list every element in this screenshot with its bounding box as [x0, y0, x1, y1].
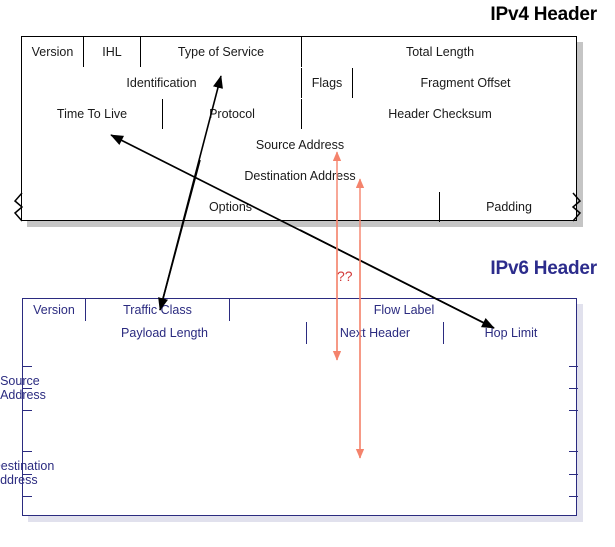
ipv4-field-source-address: Source Address [255, 138, 345, 152]
ipv4-field-protocol: Protocol [163, 99, 302, 129]
options-row-right-notch-icon [572, 192, 585, 222]
ipv6-dest-tick-2 [23, 474, 32, 475]
ipv4-field-fragment-offset: Fragment Offset [420, 76, 511, 90]
ipv6-dest-tick-3 [23, 496, 32, 497]
ipv4-field-padding: Padding [486, 200, 532, 214]
ipv4-field-ihl: IHL [84, 37, 141, 67]
question-marks-annotation: ?? [337, 268, 353, 284]
ipv4-field-total-length: Total Length [405, 45, 475, 59]
ipv4-field-time-to-live: Time To Live [22, 99, 163, 129]
ipv4-field-type-of-service: Type of Service [141, 37, 302, 67]
ipv6-field-traffic-class: Traffic Class [86, 299, 230, 321]
ipv4-field-options: Options [22, 192, 440, 222]
ipv4-field-identification: Identification [22, 68, 302, 98]
ipv6-field-payload-length: Payload Length [23, 322, 307, 344]
ipv6-source-tick-2r [569, 388, 578, 389]
ipv6-dest-tick-2r [569, 474, 578, 475]
ipv4-field-version: Version [22, 37, 84, 67]
ipv4-field-destination-address: Destination Address [244, 169, 356, 183]
ipv6-source-tick-2 [23, 388, 32, 389]
ipv6-source-tick-3r [569, 410, 578, 411]
ipv6-field-hop-limit: Hop Limit [484, 326, 538, 340]
ipv4-header-title: IPv4 Header [490, 4, 597, 25]
ipv6-header-title: IPv6 Header [490, 258, 597, 279]
ipv6-source-tick-3 [23, 410, 32, 411]
ipv6-source-tick-1 [23, 366, 32, 367]
ipv6-header-table: Version Traffic Class Flow Label Payload… [0, 298, 578, 516]
ipv6-dest-tick-1r [569, 451, 578, 452]
ipv4-field-header-checksum: Header Checksum [388, 107, 492, 121]
ipv6-field-flow-label: Flow Label [373, 303, 435, 317]
ipv4-field-flags: Flags [302, 68, 353, 98]
ipv6-field-next-header: Next Header [307, 322, 444, 344]
ipv4-header-table: Version IHL Type of Service Total Length… [21, 36, 577, 222]
ipv6-dest-tick-3r [569, 496, 578, 497]
ipv6-source-tick-1r [569, 366, 578, 367]
options-row-left-notch-icon [9, 192, 23, 222]
ipv6-dest-tick-1 [23, 451, 32, 452]
ipv6-field-version: Version [23, 299, 86, 321]
